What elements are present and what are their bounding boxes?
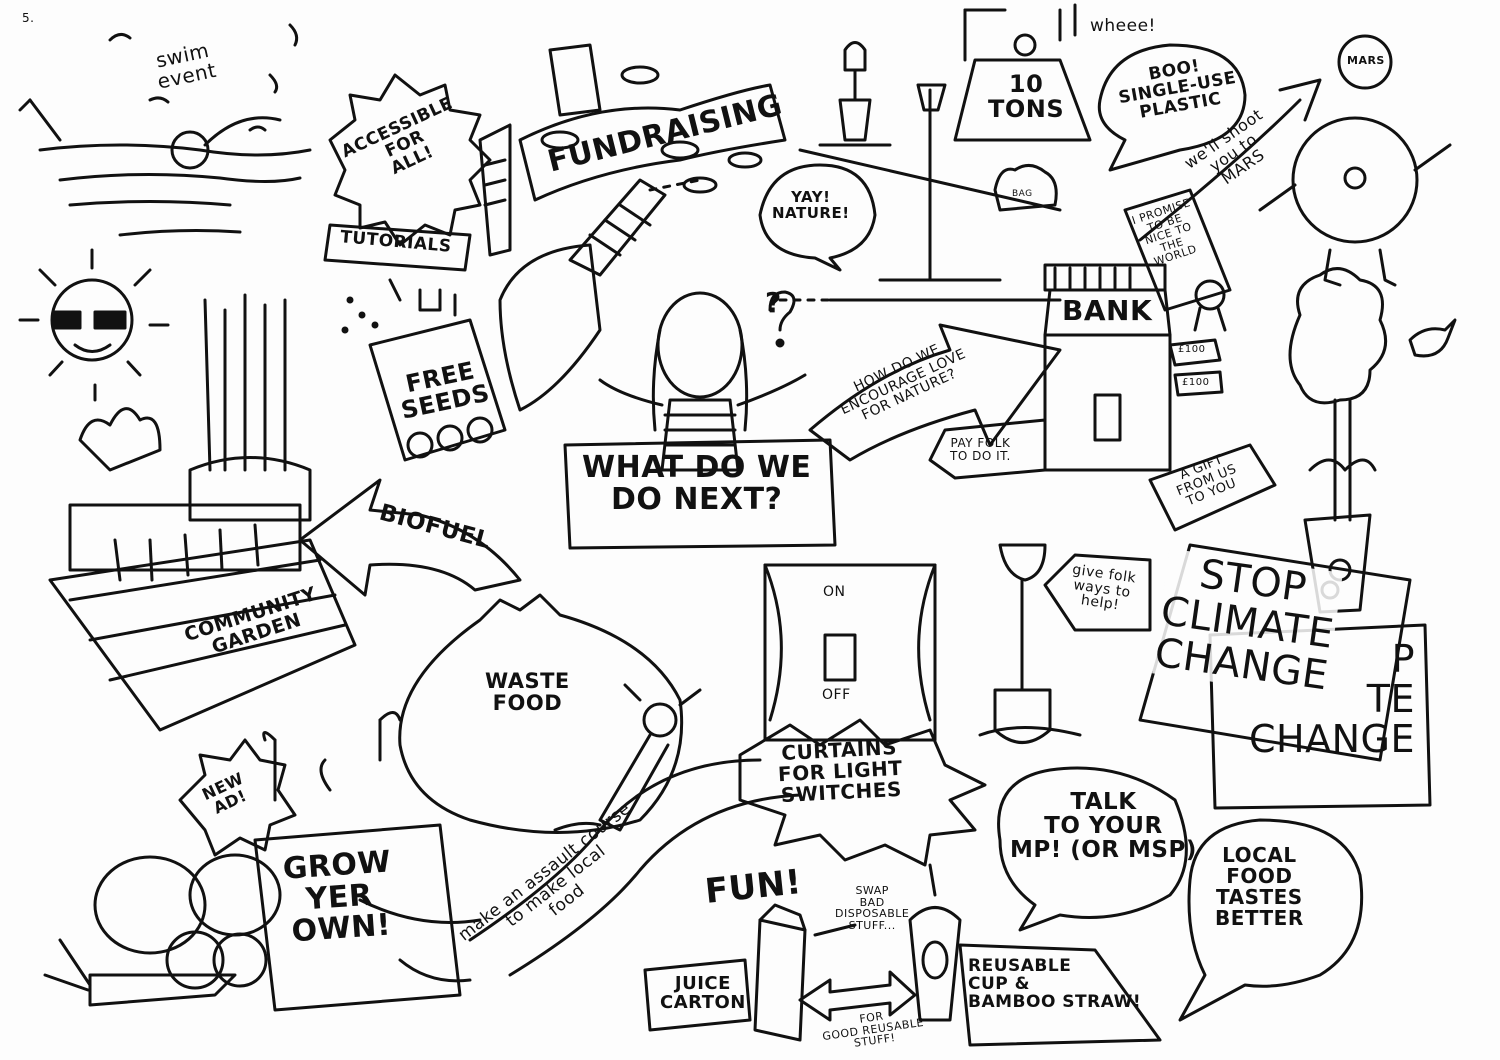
swap-bad-label: SWAP BAD DISPOSABLE STUFF...: [835, 884, 910, 932]
encourage-arrow: [808, 323, 1062, 462]
what-next-label: WHAT DO WE DO NEXT?: [582, 450, 812, 517]
switch-on-label: ON: [823, 584, 846, 600]
yay-nature-label: YAY! NATURE!: [772, 188, 850, 222]
give-folk-label: give folk ways to help!: [1071, 561, 1138, 614]
promise-letter: [1123, 188, 1232, 332]
curtains-starburst: [738, 718, 987, 867]
page-number: 5.: [22, 11, 35, 25]
bag-label: BAG: [1012, 189, 1033, 199]
ten-tons-label: 10 TONS: [988, 70, 1065, 124]
free-seeds-packet: [341, 278, 507, 462]
mars-character: [1138, 34, 1452, 287]
girl-character: [598, 290, 807, 472]
reusable-label-box: [958, 943, 1162, 1047]
slide-curve: [468, 758, 762, 942]
pay-folk-label: PAY FOLK TO DO IT.: [950, 436, 1011, 463]
bank-building: [1043, 263, 1224, 472]
juice-carton-label: JUICE CARTON: [660, 973, 746, 1013]
money-label-a: £100: [1178, 344, 1206, 355]
ten-tons-weight: [953, 3, 1092, 142]
curtains-window: [763, 563, 937, 742]
community-garden-planter: [48, 293, 357, 732]
boo-bubble: [1097, 43, 1247, 172]
money-label-b: £100: [1182, 377, 1210, 388]
grow-own-sign: [253, 823, 462, 1012]
curtains-label: CURTAINS FOR LIGHT SWITCHES: [777, 735, 904, 808]
bank-label: BANK: [1062, 294, 1153, 327]
wheee-label: wheee!: [1090, 16, 1156, 36]
waste-food-label: WASTE FOOD: [485, 669, 570, 716]
spade-drawing: [978, 543, 1082, 744]
waste-food-bag: [398, 593, 684, 834]
child-on-slide: [553, 683, 702, 832]
seedlings-drawing: [262, 711, 402, 802]
sun-drawing: [18, 248, 170, 402]
bird-drawing: [1408, 318, 1457, 358]
shovel-drawing: [478, 123, 667, 412]
local-food-bubble: [1178, 818, 1364, 1022]
juice-carton-drawing: [753, 918, 807, 1042]
swimmer-drawing: [18, 23, 312, 237]
reusable-cup-drawing: [908, 863, 962, 1022]
reusable-label: REUSABLE CUP & BAMBOO STRAW!: [968, 956, 1142, 1012]
mars-label: MARS: [1347, 54, 1385, 67]
stop-sign-back: [1208, 623, 1432, 810]
seesaw-drawing: [778, 41, 1062, 302]
accessible-starburst: [328, 73, 492, 247]
juice-label-box: [643, 958, 752, 1032]
talk-mp-bubble: [997, 766, 1188, 932]
new-ad-starburst: [178, 738, 297, 857]
tutorials-banner: [323, 223, 472, 272]
yay-nature-bubble: [758, 163, 877, 272]
biofuel-arrow: [298, 478, 522, 597]
question-mark-label: ?: [765, 286, 782, 319]
grow-own-label: GROW YER OWN!: [281, 844, 393, 950]
swap-double-arrow: [798, 970, 917, 1022]
fundraising-banner: [518, 43, 787, 202]
local-food-label: LOCAL FOOD TASTES BETTER: [1215, 843, 1304, 930]
switch-off-label: OFF: [822, 687, 851, 703]
stop-front-label: STOP CLIMATE CHANGE: [1152, 548, 1343, 700]
talk-mp-label: TALK TO YOUR MP! (OR MSP): [1010, 789, 1197, 864]
vegetables-drawing: [43, 853, 282, 1007]
what-next-box: [563, 438, 837, 550]
pay-folk-sign: [928, 418, 1047, 480]
stop-back-label: P TE CHANGE: [1249, 637, 1415, 761]
plastic-bag: [993, 164, 1058, 212]
give-folk-sign: [1043, 553, 1152, 632]
